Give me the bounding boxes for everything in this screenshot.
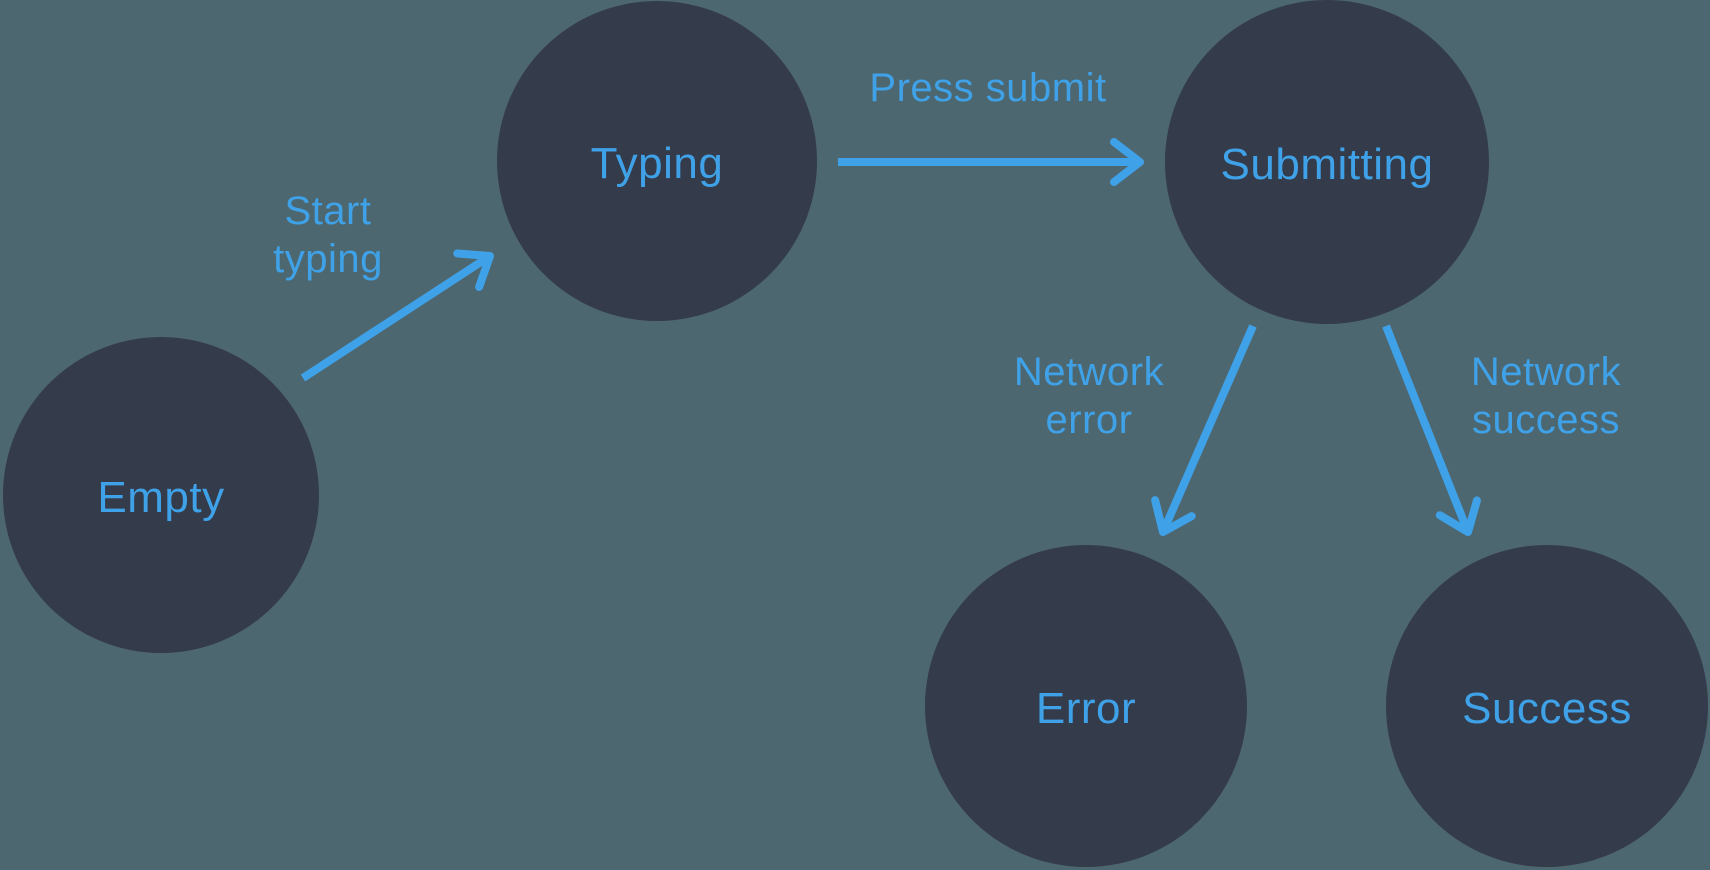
state-error: Error — [925, 545, 1247, 867]
state-label-success: Success — [1462, 684, 1632, 733]
state-label-empty: Empty — [97, 473, 224, 522]
transition-label-start-typing-line1: Start — [285, 189, 372, 233]
transition-label-network-success-line2: success — [1472, 398, 1620, 442]
state-empty: Empty — [3, 337, 319, 653]
transition-label-press-submit: Press submit — [869, 66, 1106, 110]
state-label-typing: Typing — [591, 139, 724, 188]
transition-arrow-network-success — [1382, 324, 1481, 536]
transition-arrow-network-error — [1151, 324, 1257, 536]
state-circle-error — [925, 545, 1247, 867]
transition-press-submit: Press submit — [838, 66, 1144, 186]
transition-network-success: Network success — [1382, 324, 1622, 536]
transition-label-network-error-line1: Network — [1014, 350, 1165, 394]
transition-start-typing: Start typing — [273, 189, 494, 382]
state-label-error: Error — [1036, 684, 1136, 733]
state-success: Success — [1386, 545, 1708, 867]
state-circle-success — [1386, 545, 1708, 867]
transition-label-network-success-line1: Network — [1471, 350, 1622, 394]
transition-arrow-start-typing — [300, 249, 494, 382]
state-circle-empty — [3, 337, 319, 653]
state-label-submitting: Submitting — [1221, 140, 1434, 189]
state-submitting: Submitting — [1165, 0, 1489, 324]
state-circle-typing — [497, 1, 817, 321]
transition-network-error: Network error — [1014, 324, 1257, 536]
state-circle-submitting — [1165, 0, 1489, 324]
transition-label-network-error-line2: error — [1046, 398, 1133, 442]
transition-label-start-typing-line2: typing — [273, 237, 383, 281]
state-typing: Typing — [497, 1, 817, 321]
